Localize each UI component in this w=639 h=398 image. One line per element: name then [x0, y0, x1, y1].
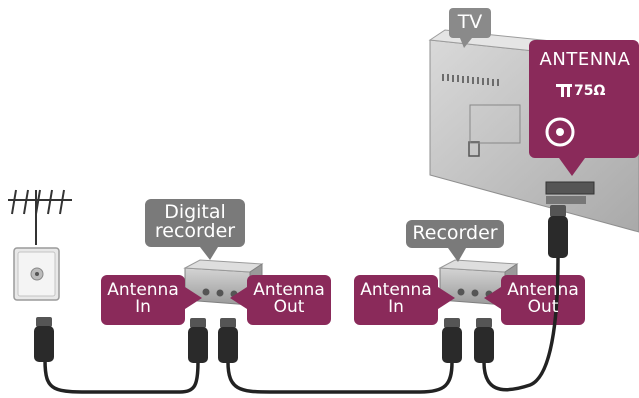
rooftop-antenna-icon — [8, 189, 72, 245]
antenna-title: ANTENNA — [539, 49, 631, 70]
antenna-port-symbol-icon — [556, 84, 572, 97]
dr-antenna-in-line2: In — [135, 297, 151, 317]
coax-cables — [43, 256, 560, 394]
cable-dr-out-to-rec-in — [226, 360, 454, 394]
coax-plug-icon — [474, 318, 494, 363]
rec-antenna-in-line2: In — [388, 297, 404, 317]
coax-plug-icon — [34, 317, 54, 362]
dr-antenna-out-line2: Out — [273, 297, 305, 317]
recorder-label: Recorder — [412, 222, 498, 244]
digital-recorder-label-line1: Digital — [164, 201, 226, 223]
cable-rec-out-to-tv — [482, 256, 560, 392]
coax-plug-icon — [218, 318, 238, 363]
cable-wall-to-dr-in — [43, 358, 200, 394]
dr-antenna-in-callout — [101, 275, 202, 325]
dr-antenna-out-line1: Antenna — [253, 280, 325, 300]
coax-plug-icon — [442, 318, 462, 363]
rec-antenna-out-line2: Out — [527, 297, 559, 317]
digital-recorder-label: Digital recorder — [145, 203, 245, 241]
dr-antenna-out-label: Antenna Out — [247, 282, 331, 316]
rec-antenna-in-label: Antenna In — [354, 282, 438, 316]
antenna-callout — [529, 40, 639, 176]
coax-socket-icon — [545, 117, 575, 147]
dr-antenna-out-callout — [230, 275, 331, 325]
rec-antenna-out-callout — [484, 275, 585, 325]
rec-antenna-out-label: Antenna Out — [501, 282, 585, 316]
dr-antenna-in-label: Antenna In — [101, 282, 185, 316]
digital-recorder-label-bubble — [145, 199, 245, 260]
coax-plug-icon — [188, 318, 208, 363]
antenna-wall-socket-icon — [13, 247, 60, 301]
dr-antenna-in-line1: Antenna — [107, 280, 179, 300]
coax-plug-icon — [548, 205, 568, 258]
rec-antenna-in-line1: Antenna — [360, 280, 432, 300]
digital-recorder-label-line2: recorder — [154, 220, 236, 242]
tv-label-bubble — [449, 8, 491, 48]
rec-antenna-in-callout — [354, 275, 455, 325]
tv-label: TV — [457, 11, 483, 33]
recorder-label-bubble — [406, 220, 504, 262]
rec-antenna-out-line1: Antenna — [507, 280, 579, 300]
impedance-label: 75Ω — [574, 83, 606, 99]
